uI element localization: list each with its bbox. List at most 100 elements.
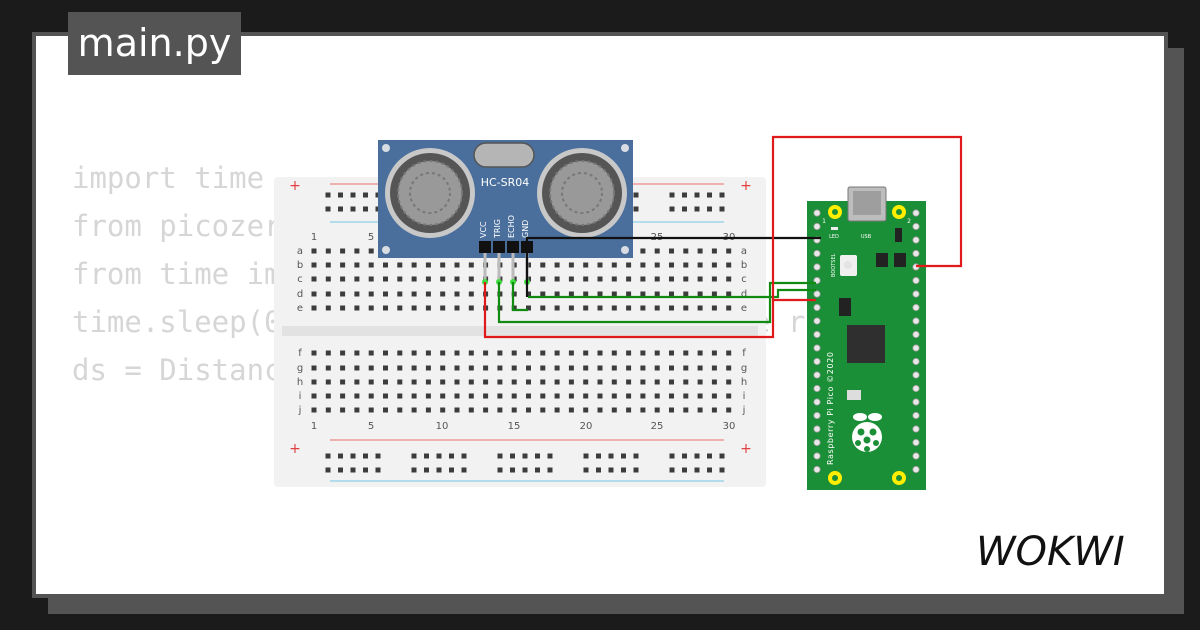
pico-pin[interactable] xyxy=(912,384,920,393)
breadboard-hole xyxy=(325,276,331,282)
pico-pin[interactable] xyxy=(813,438,821,447)
pico-pin[interactable] xyxy=(912,371,920,379)
breadboard-hole xyxy=(568,291,574,297)
breadboard-hole xyxy=(621,467,626,473)
pico-pin[interactable] xyxy=(813,425,821,433)
pico-pin[interactable] xyxy=(912,465,920,474)
breadboard-hole xyxy=(368,262,374,268)
wire-red-vcc[interactable] xyxy=(483,282,816,339)
breadboard-hole xyxy=(350,467,356,473)
breadboard-hole xyxy=(511,305,517,311)
transducer-right-icon xyxy=(537,148,627,238)
pico-pin[interactable] xyxy=(813,357,821,366)
breadboard-hole xyxy=(368,379,374,385)
pico-pin[interactable] xyxy=(813,411,821,420)
pico-pin[interactable] xyxy=(813,384,821,393)
led-label: LED xyxy=(829,234,839,240)
pico-pin[interactable] xyxy=(813,330,821,339)
pico-pin[interactable] xyxy=(813,344,821,352)
pico-pin[interactable] xyxy=(912,452,920,460)
wire-black-gnd[interactable] xyxy=(525,236,821,297)
breadboard-hole xyxy=(583,305,589,311)
pico-pin[interactable] xyxy=(912,344,920,352)
breadboard-hole xyxy=(726,291,732,297)
pico-pin[interactable] xyxy=(813,465,821,474)
breadboard-hole xyxy=(726,407,732,413)
breadboard-hole xyxy=(311,393,317,399)
pico-pin[interactable] xyxy=(813,303,821,312)
pico-pin[interactable] xyxy=(813,249,821,258)
breadboard-hole xyxy=(611,350,617,356)
breadboard-hole xyxy=(325,350,331,356)
pico-pin[interactable] xyxy=(813,290,821,298)
pico-pin[interactable] xyxy=(912,398,920,406)
pico-pin[interactable] xyxy=(912,330,920,339)
pico-pin[interactable] xyxy=(912,209,920,217)
pico-pin[interactable] xyxy=(912,236,920,244)
pico-pin[interactable] xyxy=(813,317,821,325)
pico-pin[interactable] xyxy=(912,438,920,447)
pico-pin[interactable] xyxy=(912,276,920,285)
pico-pin[interactable] xyxy=(813,371,821,379)
pin-header-trig[interactable] xyxy=(493,241,505,253)
breadboard-hole xyxy=(340,291,346,297)
breadboard-hole xyxy=(454,305,460,311)
chip-component xyxy=(839,298,851,316)
pico-pin[interactable] xyxy=(912,249,920,258)
breadboard-hole xyxy=(436,453,442,459)
breadboard-hole xyxy=(719,467,725,473)
pico-pin[interactable] xyxy=(813,222,821,231)
pico-pin[interactable] xyxy=(813,452,821,460)
breadboard-hole xyxy=(368,305,374,311)
breadboard-hole xyxy=(683,379,689,385)
breadboard-hole xyxy=(461,467,467,473)
file-tab[interactable]: main.py xyxy=(68,12,241,75)
pico-pin[interactable] xyxy=(912,290,920,298)
pico-pin[interactable] xyxy=(912,303,920,312)
breadboard-hole xyxy=(726,262,732,268)
breadboard-hole xyxy=(454,276,460,282)
wire-red-vbus[interactable] xyxy=(771,135,963,300)
breadboard-hole xyxy=(526,393,531,399)
breadboard-hole xyxy=(640,262,646,268)
breadboard-hole xyxy=(633,192,639,198)
breadboard-hole xyxy=(311,379,317,385)
pico-pin[interactable] xyxy=(912,357,920,366)
breadboard-hole xyxy=(608,453,614,459)
breadboard-hole xyxy=(626,379,632,385)
pico-pin[interactable] xyxy=(813,398,821,406)
breadboard-hole xyxy=(682,453,687,459)
pico-pin[interactable] xyxy=(912,411,920,420)
breadboard-hole xyxy=(683,276,689,282)
breadboard-hole xyxy=(611,291,617,297)
pico-pin[interactable] xyxy=(912,425,920,433)
breadboard-hole xyxy=(726,305,732,311)
breadboard-hole xyxy=(397,276,403,282)
pico-pin[interactable] xyxy=(813,209,821,217)
pin-header-vcc[interactable] xyxy=(479,241,491,253)
breadboard-hole xyxy=(383,350,388,356)
breadboard-hole xyxy=(411,291,417,297)
breadboard-hole xyxy=(669,467,675,473)
breadboard-hole xyxy=(583,262,589,268)
breadboard-hole xyxy=(554,393,560,399)
breadboard-hole xyxy=(526,350,531,356)
wire-green-echo[interactable] xyxy=(528,288,816,299)
pico-pin[interactable] xyxy=(813,263,821,271)
raspberry-pi-pico[interactable]: LED USB 1 2 BOOTSEL Raspberry Pi Pico ©2… xyxy=(807,186,926,490)
pico-pin[interactable] xyxy=(912,222,920,231)
pin-header-echo[interactable] xyxy=(507,241,519,253)
breadboard-hole xyxy=(468,350,474,356)
breadboard-hole xyxy=(633,206,639,212)
breadboard-hole xyxy=(583,291,589,297)
breadboard-hole xyxy=(511,291,517,297)
breadboard-hole xyxy=(568,365,574,371)
breadboard-hole xyxy=(694,467,700,473)
breadboard-hole xyxy=(411,393,417,399)
breadboard-hole xyxy=(526,291,531,297)
wire-green-trig[interactable] xyxy=(497,281,816,324)
pico-pin[interactable] xyxy=(912,317,920,325)
usb-label: USB xyxy=(861,234,872,240)
breadboard-hole xyxy=(697,350,703,356)
wire-green-echo-short[interactable] xyxy=(511,282,528,312)
